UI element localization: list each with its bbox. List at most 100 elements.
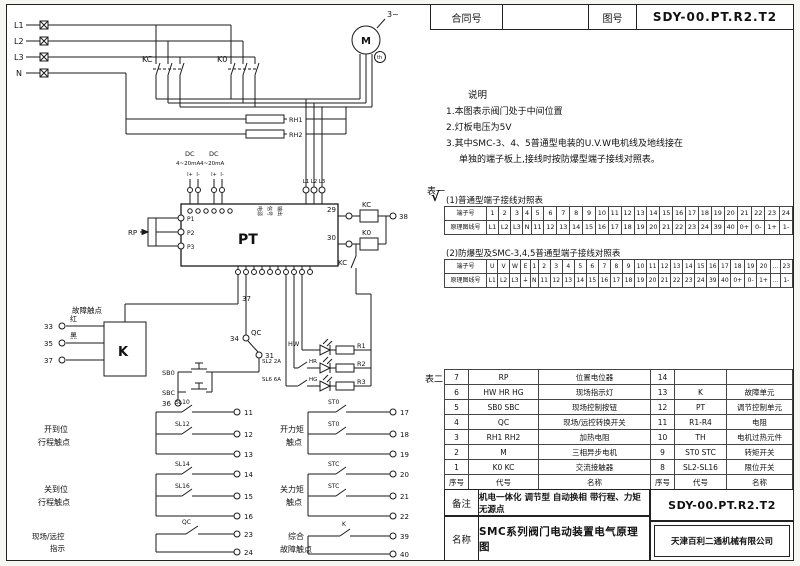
cell: 交流接触器 bbox=[538, 459, 651, 475]
label-hr-lamp: HR bbox=[309, 359, 317, 365]
label-terminal-35: 35 bbox=[44, 340, 53, 348]
label-red: 红 bbox=[70, 314, 77, 323]
cell: 1 bbox=[444, 459, 469, 475]
label-sl2-contact: SL2 2A bbox=[262, 359, 281, 365]
cell: … bbox=[769, 259, 781, 274]
cell: SB0 SBC bbox=[468, 399, 539, 415]
cell: 16 bbox=[672, 206, 687, 221]
checkmark: √ bbox=[431, 190, 440, 205]
label-stc-b: STC bbox=[328, 483, 339, 490]
cell: 19 bbox=[633, 273, 648, 288]
label-l1: L1 bbox=[14, 21, 24, 30]
cell: 0- bbox=[751, 220, 766, 235]
cell: V bbox=[497, 259, 510, 274]
cell: N bbox=[522, 220, 532, 235]
label-sbc: SBC bbox=[162, 389, 175, 397]
cell: RH1 RH2 bbox=[468, 429, 539, 445]
cell: L1 bbox=[485, 220, 500, 235]
cell: 13 bbox=[556, 220, 571, 235]
cell: 4 bbox=[444, 414, 469, 430]
label-dc1: DC bbox=[185, 150, 195, 158]
cell: 13 bbox=[670, 259, 684, 274]
cell: 12 bbox=[549, 273, 563, 288]
note-line: 3.其中SMC-3、4、5普通型电装的U.V.W电机线及地线接在 bbox=[446, 139, 683, 149]
row-label: 端子号 bbox=[444, 206, 487, 221]
cell: 20 bbox=[723, 206, 738, 221]
group-open-travel-line1: 开到位 bbox=[44, 424, 68, 434]
cell: 8 bbox=[650, 459, 675, 475]
cell: 39 bbox=[706, 273, 720, 288]
label-terminal-21: 21 bbox=[400, 493, 409, 501]
cell: 代号 bbox=[468, 474, 539, 490]
cell: 序号 bbox=[650, 474, 675, 490]
cell: 10 bbox=[650, 429, 675, 445]
group-local-remote-line1: 现场/远控 bbox=[32, 531, 65, 541]
label-r1: R1 bbox=[357, 342, 366, 350]
label-terminal-22: 22 bbox=[400, 513, 409, 521]
cell bbox=[674, 369, 727, 385]
note-line: 1.本图表示阀门处于中间位置 bbox=[446, 107, 563, 117]
note-line: 单独的端子板上,接线时按防爆型端子接线对照表。 bbox=[459, 155, 660, 165]
cell: 5 bbox=[444, 399, 469, 415]
cell: ST0 STC bbox=[674, 444, 727, 460]
cell: 13 bbox=[561, 273, 575, 288]
table1-normal-title: (1)普通型端子接线对照表 bbox=[446, 196, 544, 206]
label-terminal-23: 23 bbox=[244, 531, 253, 539]
table1-explosion-title: (2)防爆型及SMC-3,4,5普通型端子接线对照表 bbox=[446, 249, 621, 259]
cell: 18 bbox=[730, 259, 746, 274]
cell: 13 bbox=[650, 384, 675, 400]
label-hg-lamp: HG bbox=[309, 377, 317, 383]
cell: 0+ bbox=[730, 273, 746, 288]
group-close-travel-line2: 行程触点 bbox=[38, 497, 70, 507]
cell: 14 bbox=[569, 220, 584, 235]
cell: 11 bbox=[650, 414, 675, 430]
label-i-minus-2: I- bbox=[220, 172, 223, 178]
label-r3: R3 bbox=[357, 378, 366, 386]
group-local-remote-line2: 指示 bbox=[50, 543, 65, 553]
cell: 5 bbox=[530, 206, 545, 221]
label-hw-lamp: HW bbox=[288, 340, 300, 348]
company-cell: 天津百利二通机械有限公司 bbox=[650, 521, 794, 561]
label-p1: P1 bbox=[187, 216, 195, 223]
cell: 现场/远控转换开关 bbox=[538, 414, 651, 430]
cell: 2 bbox=[444, 444, 469, 460]
cell: 三相异步电机 bbox=[538, 444, 651, 460]
cell: 限位开关 bbox=[726, 459, 793, 475]
table2-side-label: 表二 bbox=[425, 375, 444, 385]
schematic-diagram: L1 L2 L3 N KC K0 3~ M th RH1 RH2 DC DC 4… bbox=[14, 10, 409, 559]
notes-title: 说明 bbox=[468, 90, 488, 101]
footer-drawing-number: SDY-00.PT.R2.T2 bbox=[650, 489, 794, 521]
cell: 名称 bbox=[538, 474, 651, 490]
cell: 12 bbox=[650, 399, 675, 415]
cell: L2 bbox=[498, 220, 512, 235]
label-terminal-17: 17 bbox=[400, 409, 409, 417]
cell: 19 bbox=[710, 206, 725, 221]
label-sb0: SB0 bbox=[162, 369, 175, 377]
cell: 1 bbox=[485, 206, 500, 221]
cell: 9 bbox=[582, 206, 596, 221]
cell: 9 bbox=[621, 259, 636, 274]
cell: 11 bbox=[607, 206, 622, 221]
cell: 14 bbox=[650, 369, 675, 385]
cell: 16 bbox=[706, 259, 720, 274]
label-terminal-18: 18 bbox=[400, 431, 409, 439]
cell: 3 bbox=[444, 429, 469, 445]
label-terminal-34: 34 bbox=[230, 335, 239, 343]
label-pt-l3: L3 bbox=[319, 179, 326, 185]
cell: 18 bbox=[621, 273, 636, 288]
label-terminal-19: 19 bbox=[400, 451, 409, 459]
cell: 调节控制单元 bbox=[726, 399, 793, 415]
cell: 16 bbox=[597, 273, 611, 288]
cell: ⏚ bbox=[520, 273, 531, 288]
cell: 2 bbox=[537, 259, 551, 274]
cell: 1- bbox=[779, 273, 794, 288]
label-terminal-38: 38 bbox=[399, 213, 408, 221]
label-p3: P3 bbox=[187, 244, 195, 251]
label-mini-2: 信号 bbox=[266, 206, 273, 216]
label-dc-range1: 4~20mA bbox=[176, 161, 200, 167]
label-coil-k0: K0 bbox=[362, 229, 371, 237]
schematic-labels: L1 L2 L3 N KC K0 3~ M th RH1 RH2 DC DC 4… bbox=[14, 10, 409, 559]
label-n: N bbox=[16, 69, 22, 78]
